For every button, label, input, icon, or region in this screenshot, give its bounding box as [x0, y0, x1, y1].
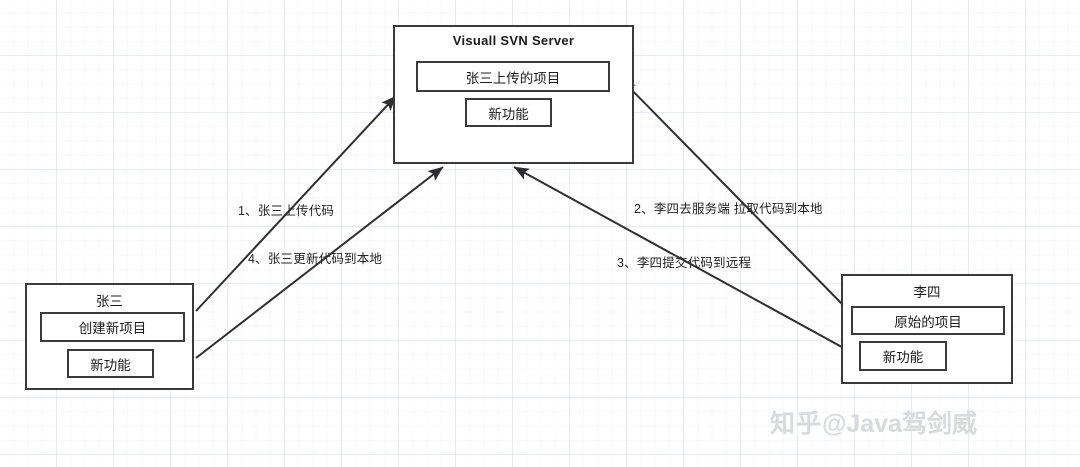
connector-label-2: 2、李四去服务端 拉取代码到本地 [634, 202, 823, 216]
node-lisi[interactable]: 李四 原始的项目 新功能 [841, 274, 1013, 384]
connector-label-3: 3、李四提交代码到远程 [617, 256, 752, 270]
node-zhangsan[interactable]: 张三 创建新项目 新功能 [25, 283, 194, 390]
connector-2-checkout [620, 78, 846, 308]
watermark-site: 知乎 [770, 410, 823, 438]
watermark-handle: @Java驾剑威 [822, 410, 978, 438]
connector-4-update [195, 166, 444, 359]
connector-1-upload [195, 95, 397, 312]
zhangsan-item-create-project[interactable]: 创建新项目 [40, 312, 185, 342]
zhangsan-item-new-feature[interactable]: 新功能 [67, 349, 154, 378]
node-svn-server[interactable]: Visuall SVN Server 张三上传的项目 新功能 [393, 25, 634, 164]
connector-3-commit [513, 166, 861, 358]
server-item-new-feature[interactable]: 新功能 [465, 98, 552, 127]
connector-label-1: 1、张三上传代码 [238, 204, 335, 218]
node-lisi-title: 李四 [913, 285, 941, 300]
lisi-item-new-feature[interactable]: 新功能 [859, 341, 947, 371]
node-zhangsan-title: 张三 [96, 294, 123, 309]
node-svn-server-title: Visuall SVN Server [452, 33, 575, 48]
zhihu-watermark: 知乎@Java驾剑威 [770, 404, 977, 440]
connector-label-4: 4、张三更新代码到本地 [248, 252, 383, 266]
server-item-uploaded-project[interactable]: 张三上传的项目 [416, 61, 610, 92]
lisi-item-original-project[interactable]: 原始的项目 [851, 306, 1005, 335]
